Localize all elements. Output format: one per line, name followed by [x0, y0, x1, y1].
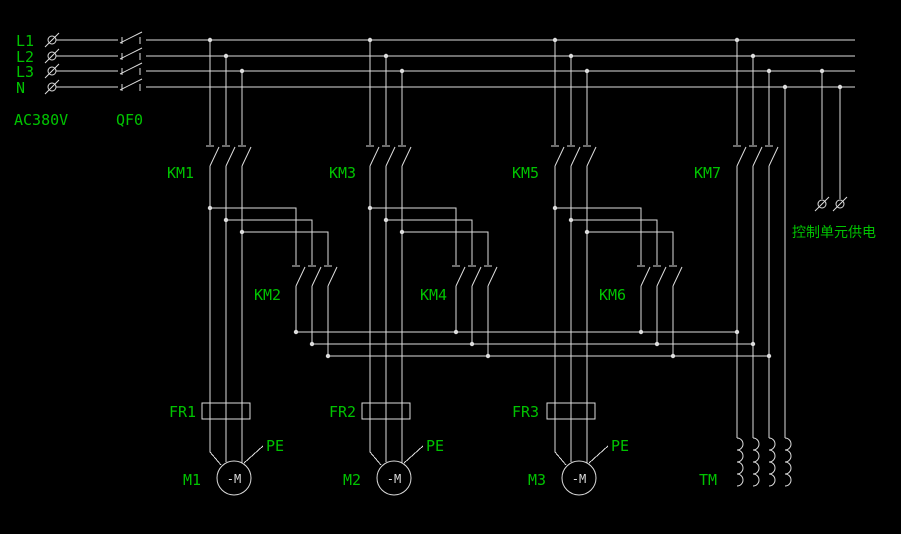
bus-lines — [56, 39, 855, 88]
aux-contact-blades — [295, 266, 683, 287]
control-terminal-1-icon — [817, 199, 827, 209]
motor-m1-icon — [216, 460, 252, 496]
transformer-coils — [736, 437, 792, 487]
label-l1: L1 — [16, 32, 34, 50]
overload-relay-boxes — [201, 402, 596, 420]
control-terminal-slashes — [814, 196, 848, 212]
label-km5: KM5 — [512, 164, 539, 182]
label-m2: M2 — [343, 471, 361, 489]
label-fr3: FR3 — [512, 403, 539, 421]
label-km2: KM2 — [254, 286, 281, 304]
transformer-coil-icon — [736, 437, 792, 487]
aux-contactor-contacts — [292, 265, 683, 287]
branch-2-wires — [369, 40, 489, 466]
terminal-slashes — [44, 32, 60, 95]
transformer-wire-path — [296, 40, 841, 438]
label-km1: KM1 — [167, 164, 194, 182]
motor-m3-symbol: -M — [572, 472, 586, 486]
label-control-supply: 控制单元供电 — [792, 225, 876, 241]
breaker-qf0-symbol — [119, 31, 143, 91]
main-contactor-contacts — [206, 145, 779, 167]
transformer-branch-wires — [296, 40, 841, 438]
label-km4: KM4 — [420, 286, 447, 304]
supply-terminal-icons — [44, 32, 60, 95]
label-tm: TM — [699, 471, 717, 489]
label-fr1: FR1 — [169, 403, 196, 421]
label-km3: KM3 — [329, 164, 356, 182]
motor-m2-icon — [376, 460, 412, 496]
breaker-contact-ticks — [121, 37, 141, 91]
label-breaker-qf0: QF0 — [116, 111, 143, 129]
label-km6: KM6 — [599, 286, 626, 304]
overload-fr1-box — [201, 402, 251, 420]
label-voltage: AC380V — [14, 111, 68, 129]
label-pe-2: PE — [426, 437, 444, 455]
label-fr2: FR2 — [329, 403, 356, 421]
label-km7: KM7 — [694, 164, 721, 182]
terminal-l1-icon — [47, 35, 57, 45]
label-m1: M1 — [183, 471, 201, 489]
label-m3: M3 — [528, 471, 546, 489]
branch-3-wires — [554, 40, 674, 466]
label-n: N — [16, 79, 25, 97]
motor-symbols: -M -M -M — [216, 460, 597, 496]
phase-bus-wires — [56, 39, 855, 88]
branch-3-wire-path — [554, 40, 674, 466]
overload-fr3-box — [546, 402, 596, 420]
control-supply-terminal-icons — [814, 196, 848, 212]
overload-fr2-box — [361, 402, 411, 420]
main-contact-blades — [209, 146, 779, 167]
junction-dots — [207, 37, 843, 359]
motor-m2-symbol: -M — [387, 472, 401, 486]
branch-1-wires — [209, 40, 329, 466]
motor-m3-icon — [561, 460, 597, 496]
label-pe-1: PE — [266, 437, 284, 455]
terminal-l2-icon — [47, 51, 57, 61]
label-l3: L3 — [16, 63, 34, 81]
branch-1-wire-path — [209, 40, 329, 466]
branch-2-wire-path — [369, 40, 489, 466]
terminal-l3-icon — [47, 66, 57, 76]
terminal-n-icon — [47, 82, 57, 92]
motor-m1-symbol: -M — [227, 472, 241, 486]
breaker-blades — [119, 31, 143, 91]
label-pe-3: PE — [611, 437, 629, 455]
labels: L1 L2 L3 N AC380V QF0 KM1 KM3 KM5 KM7 KM… — [14, 32, 876, 489]
control-terminal-2-icon — [835, 199, 845, 209]
label-l2: L2 — [16, 48, 34, 66]
